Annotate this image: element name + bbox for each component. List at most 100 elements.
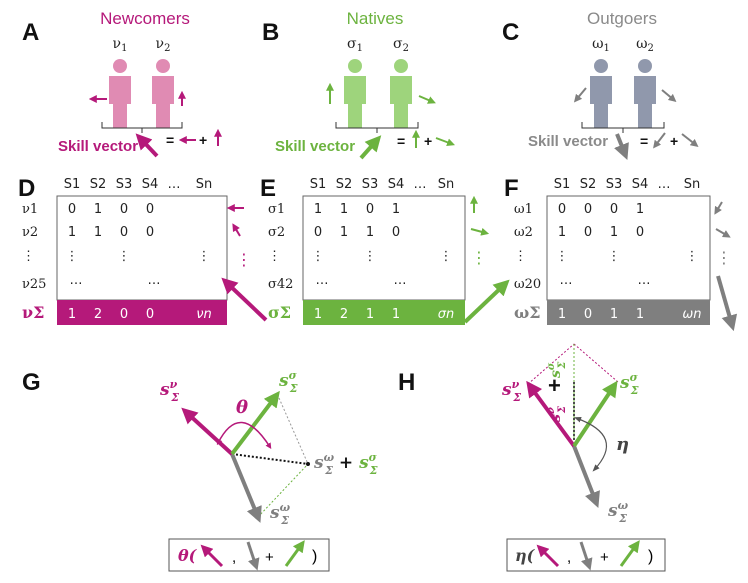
g-theta-label: θ xyxy=(236,397,248,418)
g-formula-sigma-arrow xyxy=(284,540,305,567)
outgoers-component-1-arrow xyxy=(653,132,666,149)
outgoer-2-person-icon xyxy=(634,59,656,128)
f-vdots: ⋮ xyxy=(556,249,569,264)
f-sum-value: 1 xyxy=(636,307,644,322)
d-row-dots: ⋮ xyxy=(236,252,252,269)
native-1-person-icon xyxy=(344,59,366,128)
g-dotted-green-line xyxy=(278,397,309,465)
newcomers-skill-vector-arrow xyxy=(135,133,159,158)
e-cell: 0 xyxy=(392,225,400,240)
f-row2-arrow xyxy=(715,228,731,238)
panel-label-h: H xyxy=(398,369,415,396)
h-formula-comma: , xyxy=(567,549,571,566)
e-cell: 1 xyxy=(366,225,374,240)
d-header-2: S2 xyxy=(90,177,107,192)
e-header-4: S4 xyxy=(388,177,405,192)
f-cell: 1 xyxy=(636,202,644,217)
d-sum-value: 0 xyxy=(120,307,128,322)
d-header-1: S1 xyxy=(64,177,81,192)
f-cell: 1 xyxy=(558,225,566,240)
g-theta-arc xyxy=(216,421,272,450)
e-sum-value: 1 xyxy=(392,307,400,322)
e-header-2: S2 xyxy=(336,177,353,192)
g-newcomers-vector xyxy=(181,407,234,456)
f-row-label-4: ω20 xyxy=(514,277,541,292)
e-row2-arrow xyxy=(470,227,490,236)
newcomers-brace xyxy=(101,122,183,133)
e-header-6: Sn xyxy=(438,177,455,192)
e-row-dots: ⋮ xyxy=(471,250,487,267)
natives-skill-vector-label: Skill vector xyxy=(275,138,355,155)
outgoer-1-label: ω1 xyxy=(592,36,610,54)
f-row1-arrow xyxy=(714,201,723,215)
d-cell: 0 xyxy=(120,202,128,217)
e-cell: 1 xyxy=(392,202,400,217)
d-sum-value: 1 xyxy=(68,307,76,322)
e-matrix-frame xyxy=(302,195,466,301)
f-sum-label: ωΣ xyxy=(514,303,541,322)
f-matrix-frame xyxy=(546,195,711,301)
d-matrix-frame xyxy=(56,195,228,301)
e-sum-label: σΣ xyxy=(268,303,291,322)
newcomer-2-person-icon xyxy=(152,59,174,128)
panel-label-a: A xyxy=(22,19,39,46)
d-header-3: S3 xyxy=(116,177,133,192)
e-cell: 1 xyxy=(340,225,348,240)
outgoer-1-person-icon xyxy=(590,59,612,128)
outgoers-skill-vector-arrow xyxy=(614,133,629,160)
outgoers-component-2-arrow xyxy=(681,133,699,147)
e-header-1: S1 xyxy=(310,177,327,192)
d-cell: 1 xyxy=(94,225,102,240)
e-cell: 1 xyxy=(340,202,348,217)
newcomers-sum-arrow xyxy=(221,277,268,322)
outgoers-title: Outgoers xyxy=(587,9,657,28)
f-cell: 0 xyxy=(610,202,618,217)
g-outgoers-vector xyxy=(230,453,262,523)
h-sum-rot-label-sigma: sσΣ xyxy=(546,361,568,378)
e-vdots: ⋮ xyxy=(312,249,325,264)
e-vdots: ⋮ xyxy=(440,249,453,264)
f-row-label-2: ω2 xyxy=(514,225,533,240)
native-2-label: σ2 xyxy=(393,36,409,54)
d-cell: 1 xyxy=(94,202,102,217)
h-formula-close: ) xyxy=(648,548,653,565)
f-row-label-3: ⋮ xyxy=(514,249,527,264)
g-sum-point xyxy=(306,462,310,466)
d-header-4: S4 xyxy=(142,177,159,192)
e-sum-value: 1 xyxy=(366,307,374,322)
e-row-label-3: ⋮ xyxy=(268,249,281,264)
f-row-dots: ⋮ xyxy=(716,250,732,267)
e-sum-value: σn xyxy=(438,307,454,322)
e-header-5: … xyxy=(414,177,427,192)
f-cell: 0 xyxy=(558,202,566,217)
panel-label-e: E xyxy=(260,175,276,202)
newcomer-2-label: ν2 xyxy=(156,36,171,54)
g-formula-omega-arrow xyxy=(246,541,260,571)
d-row-label-2: ν2 xyxy=(22,225,38,240)
f-header-6: Sn xyxy=(684,177,701,192)
e-row-label-2: σ2 xyxy=(268,225,285,240)
d-ellipsis: … xyxy=(70,273,83,288)
f-ellipsis: … xyxy=(560,273,573,288)
d-vdots: ⋮ xyxy=(66,249,79,264)
f-cell: 0 xyxy=(636,225,644,240)
d-row-label-1: ν1 xyxy=(22,202,38,217)
outgoers-sum-arrow xyxy=(716,275,738,332)
e-ellipsis: … xyxy=(316,273,329,288)
f-row-label-1: ω1 xyxy=(514,202,533,217)
e-sum-value: 1 xyxy=(314,307,322,322)
g-dotted-grey-line xyxy=(257,463,309,518)
d-sum-label: νΣ xyxy=(22,303,44,322)
h-formula-nu-arrow xyxy=(536,544,560,568)
outgoer-2-skill-arrow xyxy=(661,89,677,103)
g-formula-plus: + xyxy=(265,549,274,566)
